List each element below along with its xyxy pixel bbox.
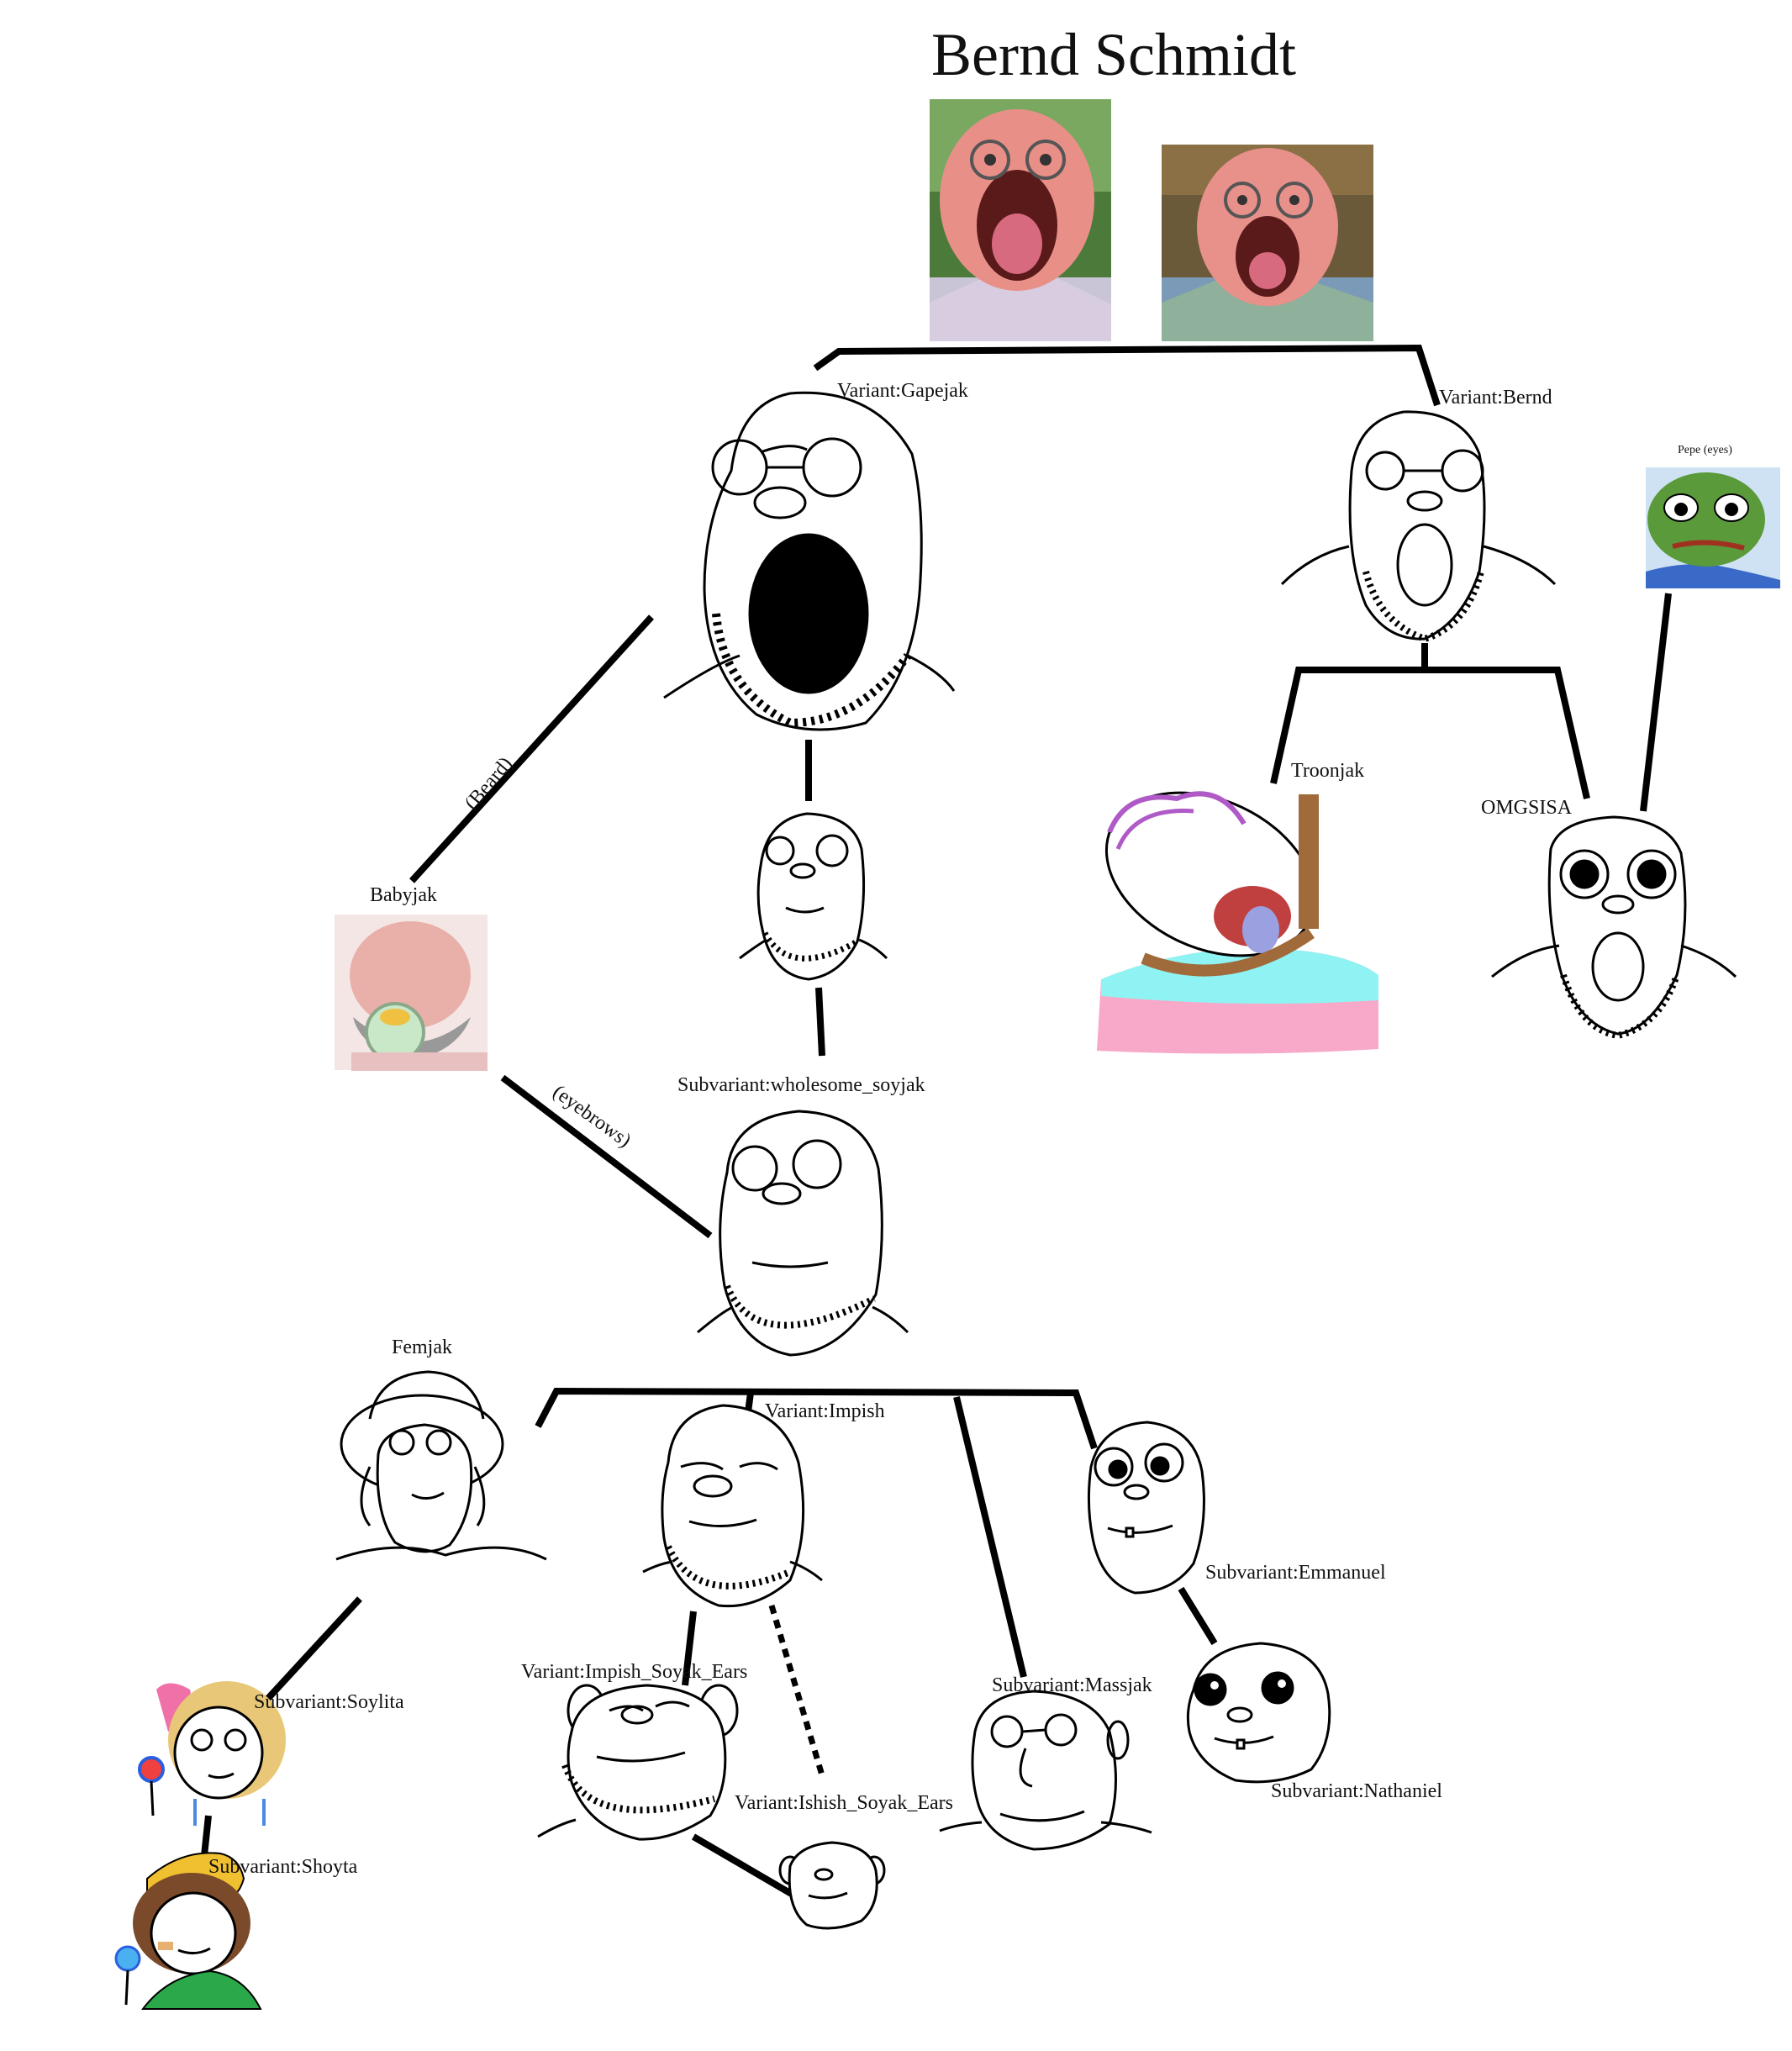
omgsisa-face (1491, 815, 1737, 1040)
gapejak-face (663, 391, 956, 731)
massjak-face (939, 1690, 1152, 1851)
soyjak-small-face (739, 812, 888, 981)
photo-bernd-2 (1162, 145, 1373, 341)
edge-bernd-split (1270, 643, 1428, 784)
label-femjak: Femjak (392, 1337, 452, 1358)
bernd-face (1280, 410, 1557, 643)
edge-impish-ears (682, 1611, 697, 1686)
label-nathaniel: Subvariant:Nathaniel (1271, 1780, 1442, 1802)
wholesome-face (697, 1110, 909, 1357)
edge-femjak-soylita (260, 1596, 362, 1707)
photo-bernd-1 (930, 99, 1111, 341)
label-omgsisa: OMGSISA (1481, 797, 1573, 819)
label-pepe: Pepe (eyes) (1678, 444, 1732, 456)
label-impish-ears: Variant:Impish_Soyak_Ears (521, 1661, 748, 1683)
edge-root-bar (813, 344, 1441, 407)
soylita-image (138, 1681, 286, 1826)
impish-ears-face (537, 1684, 739, 1841)
edge-pepe-omgsisa (1640, 593, 1672, 812)
edge-gapejak-babyjak (409, 614, 654, 883)
label-wholesome: Subvariant:wholesome_soyjak (677, 1074, 925, 1096)
label-soylita: Subvariant:Soylita (254, 1691, 404, 1713)
label-massjak: Subvariant:Massjak (992, 1674, 1152, 1696)
impish-face (642, 1404, 823, 1608)
label-bernd: Variant:Bernd (1439, 387, 1552, 409)
femjak-face (335, 1370, 547, 1561)
edge-babyjak-wholesome (500, 1074, 713, 1239)
connectors (200, 344, 1672, 1899)
page-title: Bernd Schmidt (931, 21, 1296, 88)
edge-ears-ishish (691, 1833, 797, 1899)
emmanuel-face (1087, 1421, 1205, 1595)
edge-impish-ishish-dotted (768, 1605, 825, 1776)
edge-bernd-omgsisa (1425, 667, 1590, 799)
nathaniel-face (1186, 1642, 1331, 1784)
edge-soyjak-wholesome (815, 987, 825, 1057)
label-shoyta: Subvariant:Shoyta (208, 1856, 358, 1878)
pepe-image (1646, 467, 1780, 588)
edge-emmanuel-nathaniel (1178, 1586, 1218, 1646)
label-emmanuel: Subvariant:Emmanuel (1205, 1562, 1386, 1584)
babyjak-image (335, 915, 488, 1071)
edge-bar-massjak (953, 1396, 1027, 1678)
label-troonjak: Troonjak (1291, 760, 1365, 782)
ishish-face (778, 1841, 886, 1930)
edge-wholesome-bar (535, 1387, 1098, 1450)
troonjak-image (1097, 791, 1378, 1054)
label-ishish: Variant:Ishish_Soyak_Ears (735, 1792, 953, 1814)
label-gapejak: Variant:Gapejak (837, 380, 968, 402)
label-impish: Variant:Impish (765, 1400, 885, 1422)
label-babyjak: Babyjak (370, 884, 437, 906)
shoyta-image (114, 1852, 262, 2010)
